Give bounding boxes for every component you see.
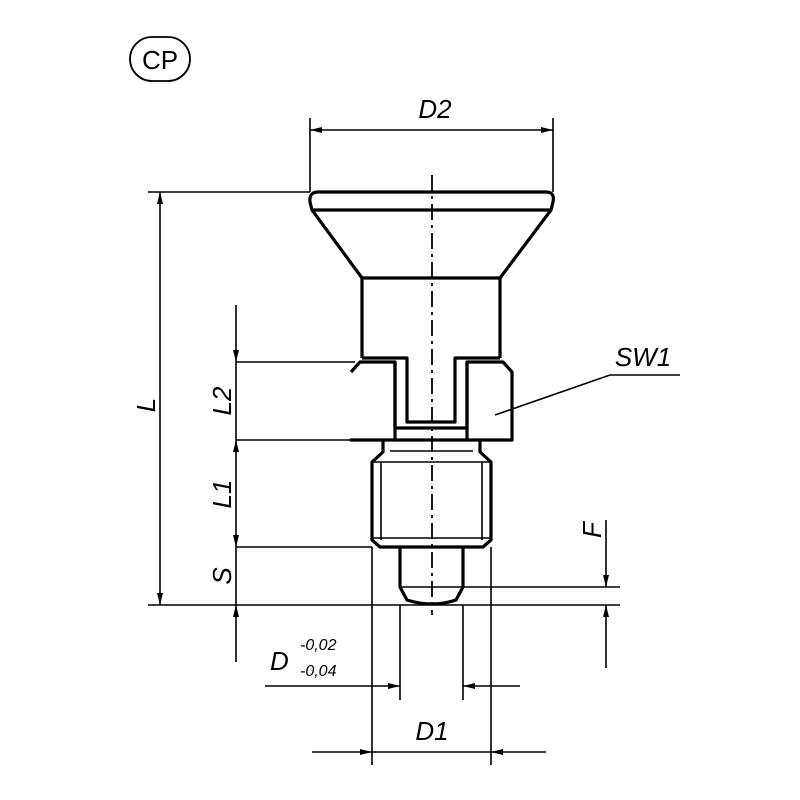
label-s: S bbox=[207, 567, 237, 585]
label-l1: L1 bbox=[207, 480, 237, 509]
plunger-body bbox=[308, 175, 555, 615]
label-l2: L2 bbox=[207, 386, 237, 415]
label-d-tol-lower: -0,04 bbox=[300, 663, 337, 680]
label-d-tol-upper: -0,02 bbox=[300, 637, 337, 654]
label-d: D bbox=[270, 646, 289, 676]
dimension-sw1: SW1 bbox=[494, 342, 680, 416]
dimension-d: D -0,02 -0,04 bbox=[265, 605, 520, 700]
label-sw1: SW1 bbox=[615, 342, 671, 372]
dimension-d2: D2 bbox=[309, 94, 554, 192]
dimension-l2-l1-s: L2 L1 S bbox=[207, 305, 372, 662]
dimension-d1: D1 bbox=[312, 547, 546, 765]
cp-badge-text: CP bbox=[142, 45, 178, 75]
label-f: F bbox=[577, 520, 607, 538]
dimension-f: F bbox=[463, 520, 620, 668]
label-l: L bbox=[131, 398, 161, 412]
label-d1: D1 bbox=[415, 716, 448, 746]
cp-badge: CP bbox=[129, 36, 191, 82]
dimension-l: L bbox=[131, 191, 620, 606]
label-d2: D2 bbox=[418, 94, 452, 124]
